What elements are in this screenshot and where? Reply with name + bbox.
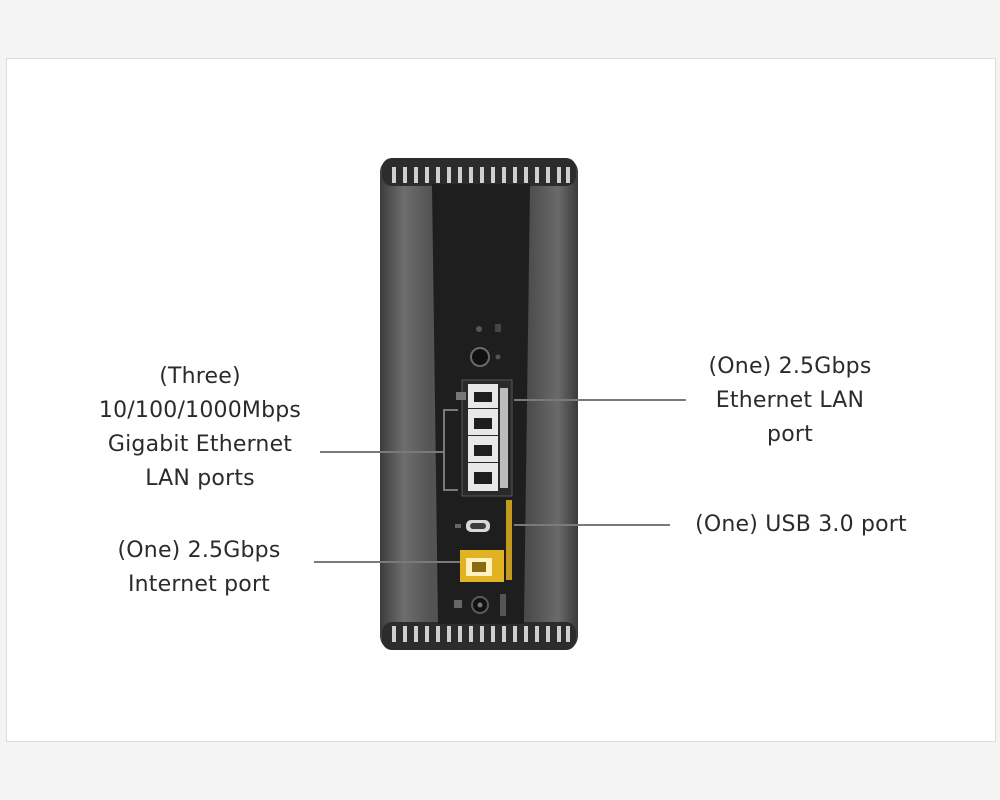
usb-label: (One) USB 3.0 port [695,512,907,537]
leader-lines [314,399,686,563]
power-button-icon [470,347,490,367]
internet-port-icon [460,550,504,582]
back-controls [470,324,501,367]
lan-25g-label: (One) 2.5Gbps Ethernet LAN port [708,354,872,447]
top-vents [392,167,570,183]
bottom-vents [392,626,570,642]
lan-ports-label: (Three) 10/100/1000Mbps Gigabit Ethernet… [98,364,302,491]
lan-ports-block [456,379,513,497]
lan-bracket [443,409,458,491]
power-jack-icon [454,594,506,616]
internet-port-label: (One) 2.5Gbps Internet port [117,538,281,597]
port-stripe [506,500,512,580]
usb-port-icon [455,520,490,532]
